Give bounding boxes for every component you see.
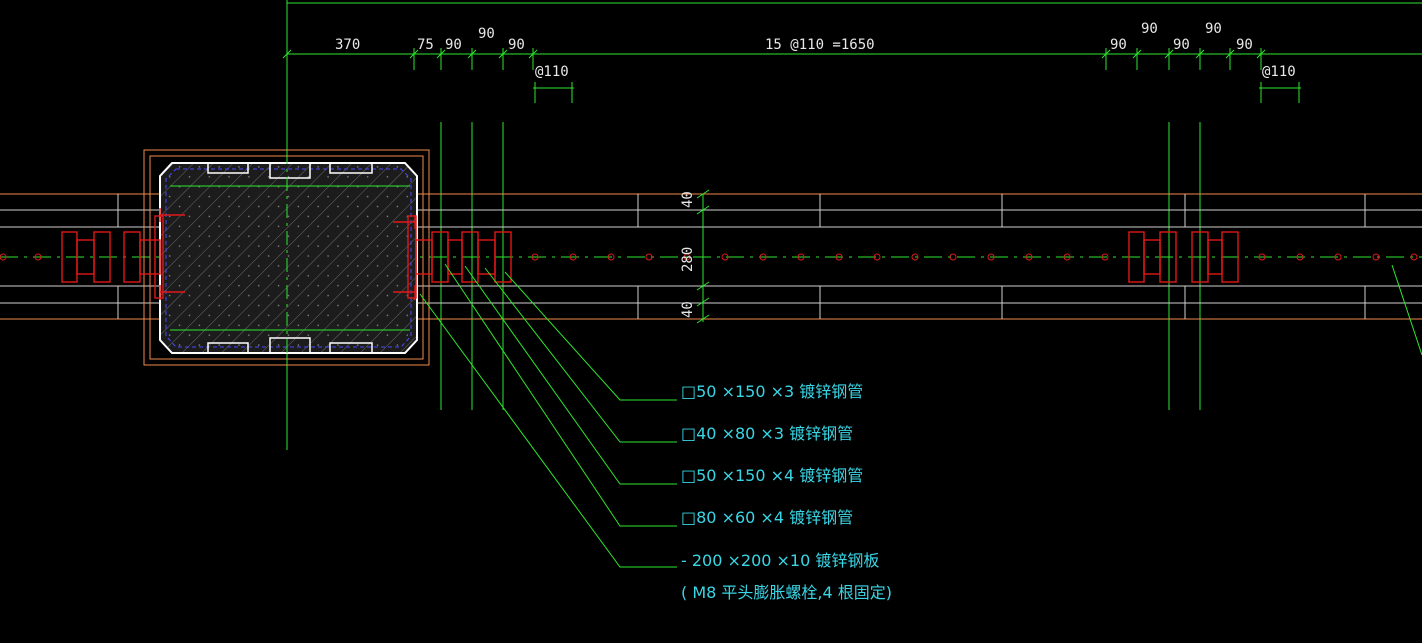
axis-node	[987, 253, 995, 261]
axis-node	[1101, 253, 1109, 261]
spacing-mark-right: @110	[1259, 64, 1301, 103]
dim-main-spacing: 15 @110 =1650	[765, 37, 875, 53]
axis-node	[1372, 253, 1380, 261]
leader-labels: □50 ×150 ×3 镀锌钢管 □40 ×80 ×3 镀锌钢管 □50 ×15…	[681, 382, 892, 602]
anchor-bolts	[159, 208, 416, 300]
axis-node	[1063, 253, 1071, 261]
axis-node	[949, 253, 957, 261]
side-dim-middle: 280	[680, 247, 696, 272]
axis-node	[911, 253, 919, 261]
spacing-label-left: @110	[535, 64, 569, 80]
dim-90-b: 90	[478, 26, 495, 42]
dimension-tick-slash	[409, 49, 419, 59]
dim-90-d: 90	[1110, 37, 1127, 53]
leader-label-4: □80 ×60 ×4 镀锌钢管	[681, 508, 853, 527]
axis-node	[683, 253, 691, 261]
axis-node	[1334, 253, 1342, 261]
axis-node	[873, 253, 881, 261]
dimension-tick-slash	[467, 49, 477, 59]
dim-90-h: 90	[1236, 37, 1253, 53]
right-steel-assembly-near	[407, 215, 512, 299]
dim-370: 370	[335, 37, 360, 53]
top-dimension-labels: 370 75 90 90 90 15 @110 =1650 90 90 90 9…	[335, 21, 1253, 53]
axis-node	[645, 253, 653, 261]
axis-node	[1258, 253, 1266, 261]
dimension-tick-slash	[282, 49, 292, 59]
dimension-tick-slash	[498, 49, 508, 59]
leader-label-3: □50 ×150 ×4 镀锌钢管	[681, 466, 863, 485]
side-dim-bottom: 40	[680, 301, 696, 318]
leader-label-6: ( M8 平头膨胀螺栓,4 根固定)	[681, 583, 892, 602]
axis-node	[0, 253, 7, 261]
axis-node	[531, 253, 539, 261]
dimension-tick-slash	[528, 49, 538, 59]
dim-90-g: 90	[1205, 21, 1222, 37]
axis-node	[1410, 253, 1418, 261]
leader-label-1: □50 ×150 ×3 镀锌钢管	[681, 382, 863, 401]
concrete-column	[143, 149, 430, 366]
dimension-tick-slash	[1164, 49, 1174, 59]
axis-node	[721, 253, 729, 261]
axis-node	[1025, 253, 1033, 261]
dimension-tick-slash	[1101, 49, 1111, 59]
side-dim-top: 40	[680, 191, 696, 208]
side-dimension: 40 280 40	[680, 189, 710, 324]
dim-90-c: 90	[508, 37, 525, 53]
dim-90-f: 90	[1173, 37, 1190, 53]
dim-75: 75	[417, 37, 434, 53]
right-steel-assembly-far	[1128, 231, 1239, 283]
axis-node	[835, 253, 843, 261]
dimension-tick-slash	[1256, 49, 1266, 59]
leader-label-2: □40 ×80 ×3 镀锌钢管	[681, 424, 853, 443]
dim-90-a: 90	[445, 37, 462, 53]
axis-node	[34, 253, 42, 261]
axis-node	[1296, 253, 1304, 261]
leader-lines	[419, 263, 1422, 568]
dimension-tick-slash	[1225, 49, 1235, 59]
top-dimension-chain	[282, 0, 1422, 450]
axis-node	[569, 253, 577, 261]
dimension-tick-slash	[436, 49, 446, 59]
dim-90-e: 90	[1141, 21, 1158, 37]
dimension-tick-slash	[1132, 49, 1142, 59]
spacing-mark-left: @110	[533, 64, 574, 103]
extension-lines	[440, 122, 1201, 410]
spacing-label-right: @110	[1262, 64, 1296, 80]
left-steel-assembly	[61, 215, 164, 299]
leader-label-5: - 200 ×200 ×10 镀锌钢板	[681, 551, 879, 570]
axis-node	[797, 253, 805, 261]
axis-node	[607, 253, 615, 261]
axis-node	[759, 253, 767, 261]
dimension-tick-slash	[1195, 49, 1205, 59]
